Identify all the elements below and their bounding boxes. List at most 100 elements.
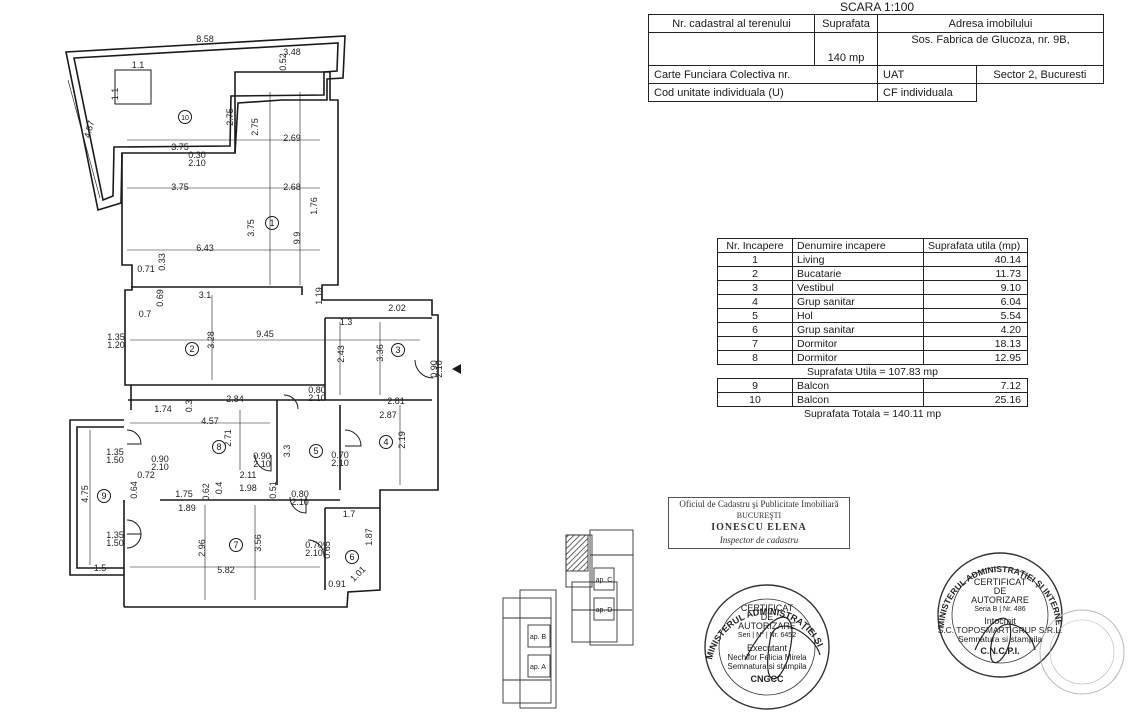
dimension-label: 2.84 [226, 394, 244, 404]
dimension-label: 1.7 [343, 509, 356, 519]
dimension-label: 2.10 [308, 393, 326, 403]
dimension-label: 2.10 [305, 548, 323, 558]
dimension-label: 1.87 [364, 528, 374, 546]
signature-left [744, 616, 821, 680]
room-nr: 1 [717, 252, 793, 267]
inspector-stamp: Oficiul de Cadastru şi Publicitate Imobi… [668, 497, 850, 549]
dimension-label: 1.74 [154, 404, 172, 414]
dimension-label: 1.50 [106, 538, 124, 548]
dimension-label: 1.1 [132, 60, 145, 70]
dimension-label: 1.35 [107, 332, 125, 342]
room-name: Balcon [792, 392, 924, 407]
door-swing-8 [307, 539, 325, 557]
outer-wall-top [124, 71, 439, 608]
stamp-inspector-name: IONESCU ELENA [711, 522, 807, 533]
dimension-label: 1.89 [178, 503, 196, 513]
room-area: 18.13 [923, 336, 1028, 351]
seal-right-bottom: C.N.C.P.I. [980, 646, 1020, 656]
room-name: Living [792, 252, 924, 267]
dimension-label: 2.10 [151, 462, 169, 472]
dimension-label: 0.7 [139, 309, 152, 319]
header-nr-cadastral: Nr. cadastral al terenului [648, 14, 815, 33]
dimension-label: 2.69 [283, 133, 301, 143]
dimension-label: 0.52 [278, 53, 288, 71]
seal-left-c4: Seri | N° | Nr. 6452 [737, 632, 797, 639]
stamp-city: BUCUREŞTI [736, 511, 782, 520]
dimension-label: 0.70 [305, 540, 323, 550]
seal-right-center: CERTIFICAT DE AUTORIZARE Seria B | Nr. 4… [935, 578, 1065, 656]
seal-left-who: Nechifor Felicia Mirela [727, 653, 807, 662]
scale-title: SCARA 1:100 [840, 0, 915, 14]
cell-carte-funciara: Carte Funciara Colectiva nr. [648, 65, 878, 84]
room-name: Grup sanitar [792, 294, 924, 309]
dimension-label: 1.3 [340, 317, 353, 327]
dimension-label: 0.33 [157, 253, 167, 271]
seal-left-c1: CERTIFICAT [740, 603, 794, 613]
dimension-label: 2.75 [250, 118, 260, 136]
dimension-label: 1.20 [107, 340, 125, 350]
dimension-label: 1.75 [175, 489, 193, 499]
room-nr: 7 [717, 336, 793, 351]
cell-cf-value [975, 83, 1104, 102]
dimension-label: 8.58 [196, 34, 214, 44]
room-nr: 3 [717, 280, 793, 295]
dimension-labels: 8.583.481.11.10.524.873.752.752.752.693.… [80, 34, 444, 589]
cadastre-table: Nr. cadastral al terenului Suprafata Adr… [648, 14, 1105, 102]
stamp-inspector-role: Inspector de cadastru [719, 535, 799, 545]
room-nr: 4 [717, 294, 793, 309]
seal-left-center: CERTIFICAT DE AUTORIZARE Seri | N° | Nr.… [722, 604, 812, 684]
dimension-label: 0.4 [214, 482, 224, 495]
inner-wall-living-kitchen [131, 286, 303, 295]
dimension-label: 0.91 [328, 579, 346, 589]
room-area: 25.16 [923, 392, 1028, 407]
dimension-label: 4.87 [82, 119, 96, 139]
dimension-label: 1.1 [110, 88, 120, 101]
dimension-label: 0.90 [253, 451, 271, 461]
seal-right-sig: Semnatura si stampila [957, 634, 1043, 644]
dimension-label: 2.02 [388, 303, 406, 313]
room-name: Bucatarie [792, 266, 924, 281]
room-number-4: 4 [383, 437, 388, 447]
room-area: 40.14 [923, 252, 1028, 267]
room-name: Dormitor [792, 350, 924, 365]
location-label-a: ap. A [530, 664, 546, 671]
room-area: 6.04 [923, 294, 1028, 309]
door-swing-1 [126, 429, 142, 445]
stamp-office: Oficiul de Cadastru şi Publicitate Imobi… [679, 499, 839, 509]
room-area: 9.10 [923, 280, 1028, 295]
dimension-label: 3.56 [253, 534, 263, 552]
dimension-label: 1.98 [239, 483, 257, 493]
location-label-d: ap. D [596, 607, 613, 614]
dimension-label: 0.3 [184, 400, 194, 413]
room-area: 7.12 [923, 378, 1028, 393]
room-name: Vestibul [792, 280, 924, 295]
dimension-label: 2.75 [225, 108, 235, 126]
cell-adresa-value: Sos. Fabrica de Glucoza, nr. 9B, [877, 32, 1104, 66]
room-number-9: 9 [101, 491, 106, 501]
seal-right-c1: CERTIFICAT [973, 577, 1027, 587]
dimension-label: 2.96 [197, 539, 207, 557]
room-number-7: 7 [233, 540, 238, 550]
dimension-label: 0.62 [201, 483, 211, 501]
dimension-label: 9.9 [292, 232, 302, 245]
dimension-label: 1.50 [106, 455, 124, 465]
dimension-label: 2.10 [291, 497, 309, 507]
room-area: 5.54 [923, 308, 1028, 323]
seal-left-sig: Semnatura si stampila [727, 662, 807, 671]
dimension-label: 3.28 [206, 331, 216, 349]
highlighted-unit [565, 534, 589, 572]
dimension-label: 2.10 [253, 459, 271, 469]
room-name: Hol [792, 308, 924, 323]
dimension-label: 0.71 [137, 264, 155, 274]
room-number-2: 2 [189, 344, 194, 354]
header-suprafata: Suprafata [814, 14, 878, 33]
dimension-label: 2.10 [188, 158, 206, 168]
dimension-label: 0.80 [291, 489, 309, 499]
